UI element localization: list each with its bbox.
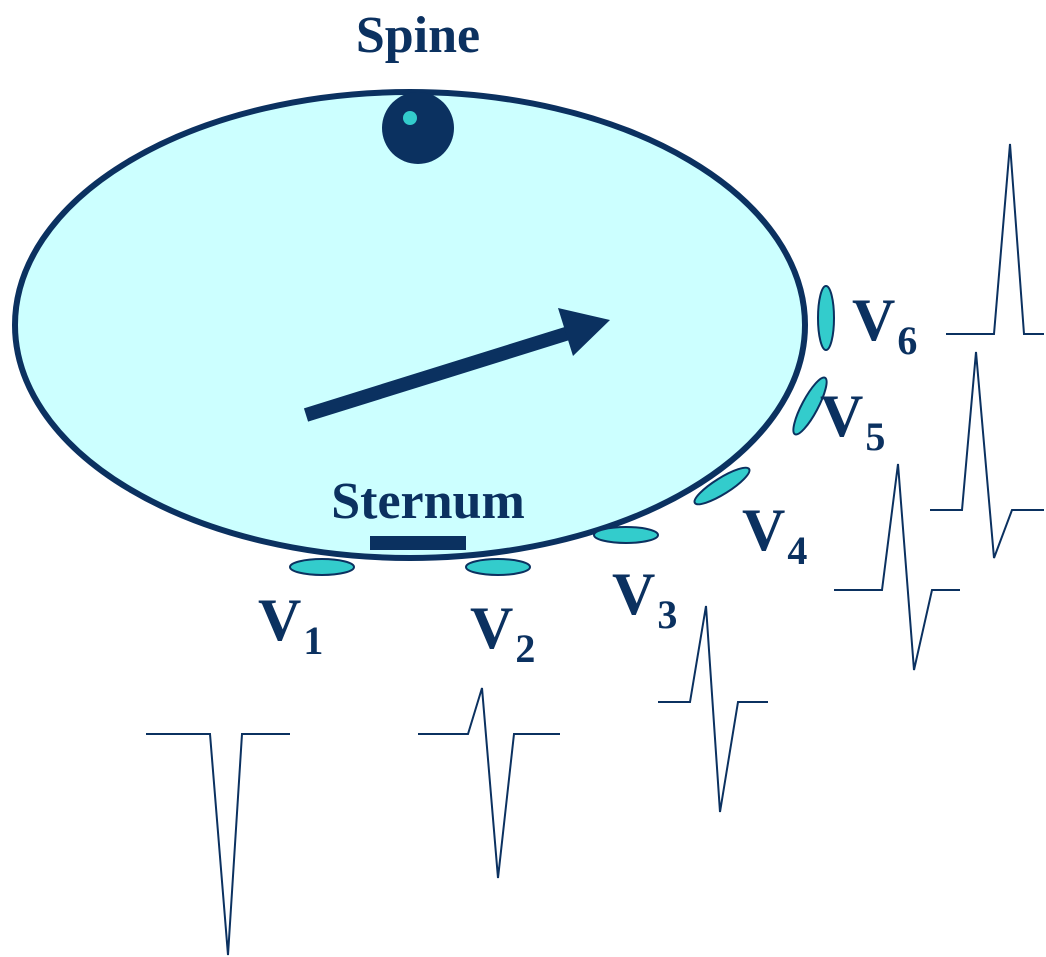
electrode-v5: [792, 376, 828, 436]
lead-labels: V1 V2 V3 V4 V5 V6: [258, 287, 917, 671]
lead-label-v4: V4: [742, 497, 807, 573]
electrode-v4: [693, 466, 751, 506]
lead-label-v6: V6: [852, 287, 917, 363]
qrs-complex-v4: [834, 463, 960, 671]
qrs-complex-v3: [658, 605, 768, 813]
lead-label-v5: V5: [820, 383, 885, 459]
electrode-v3: [593, 526, 659, 544]
qrs-complex-v2: [418, 687, 560, 879]
spine-icon: [382, 92, 454, 164]
sternum-bar-icon: [370, 536, 466, 550]
lead-label-v3: V3: [612, 561, 677, 637]
arrow-icon: [303, 308, 610, 422]
lead-label-v1: V1: [258, 587, 323, 663]
sternum-label: Sternum: [331, 473, 525, 530]
qrs-complex-v6: [946, 143, 1044, 335]
chest-cross-section: [12, 89, 808, 561]
lead-label-v2: V2: [470, 595, 535, 671]
spine-label: Spine: [356, 7, 480, 64]
electrode-v6: [817, 285, 835, 351]
spinal-canal-icon: [403, 111, 417, 125]
qrs-complex-v1: [146, 733, 290, 956]
qrs-complex-v5: [930, 351, 1044, 559]
electrode-v1: [289, 558, 355, 576]
electrode-v2: [465, 558, 531, 576]
